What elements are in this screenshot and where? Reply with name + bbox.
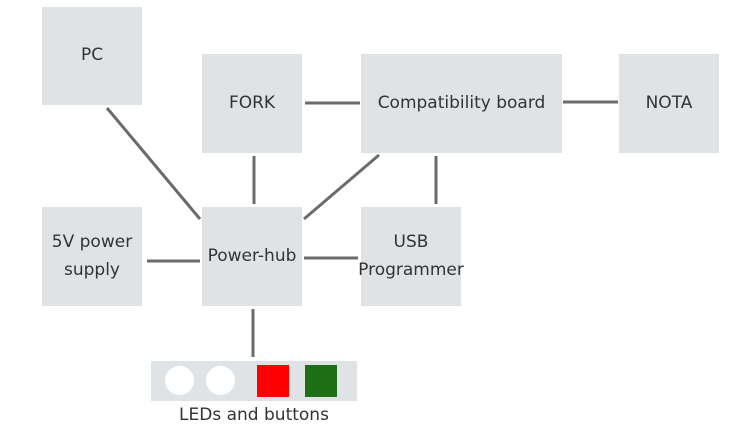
- button-1-icon: [165, 366, 194, 395]
- leds-buttons-panel: [151, 361, 357, 401]
- leds-buttons-caption: LEDs and buttons: [179, 405, 329, 425]
- pc-box: PC: [42, 7, 142, 105]
- green-led-icon: [305, 365, 337, 397]
- power-hub-box: Power-hub: [202, 207, 302, 306]
- compatibility-board-box: Compatibility board: [361, 54, 562, 153]
- usb-programmer-box: USB Programmer: [358, 207, 464, 306]
- power-supply-box: 5V power supply: [42, 207, 142, 306]
- nota-box: NOTA: [619, 54, 719, 153]
- fork-box: FORK: [202, 54, 302, 153]
- line-compat-hub: [303, 153, 380, 221]
- line-pc-hub: [105, 107, 202, 220]
- button-2-icon: [206, 366, 235, 395]
- red-led-icon: [257, 365, 289, 397]
